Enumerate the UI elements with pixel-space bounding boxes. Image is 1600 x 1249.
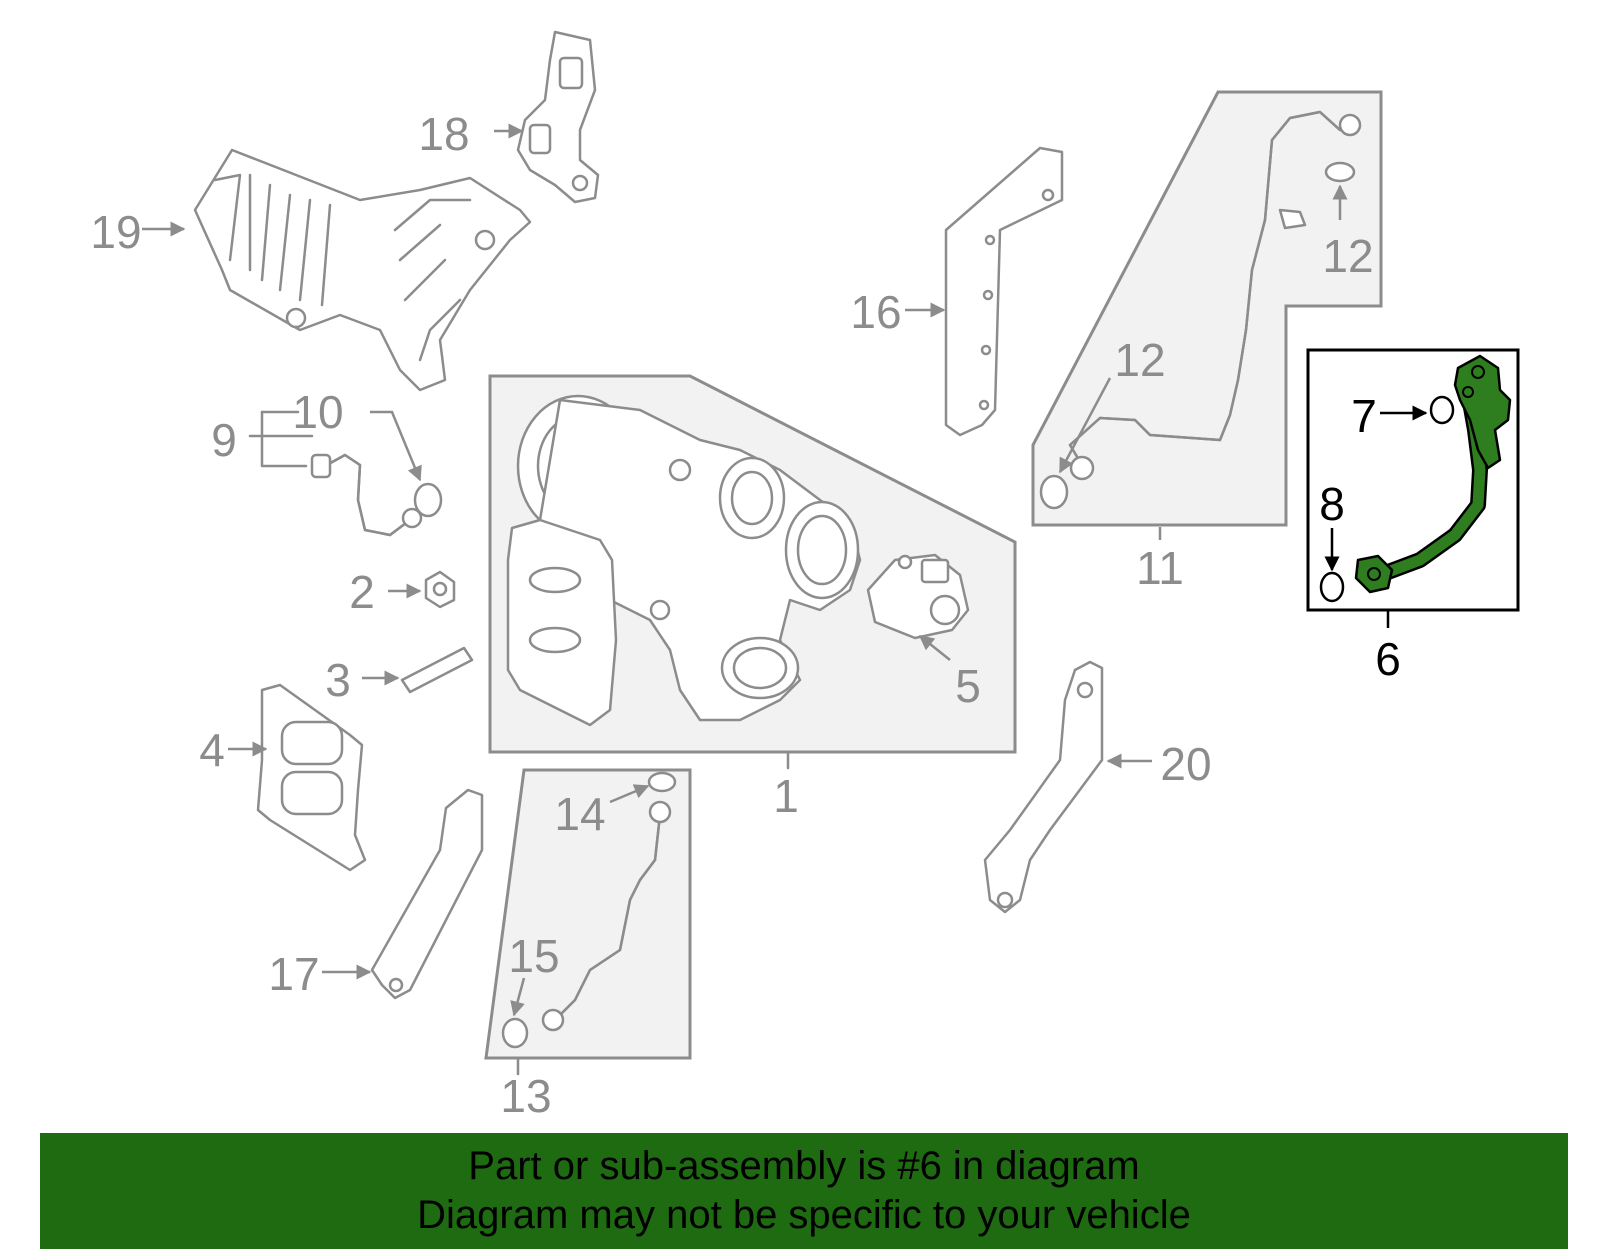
callout-18: 18 [418, 108, 469, 160]
callout-13: 13 [500, 1070, 551, 1122]
part-17-bracket [370, 788, 484, 1000]
callout-10: 10 [292, 386, 343, 438]
callout-2: 2 [349, 566, 375, 618]
part-18-bracket [516, 30, 600, 204]
part-10-oring [413, 482, 443, 518]
part-7-oring [1429, 395, 1455, 425]
callout-12-lower: 12 [1114, 334, 1165, 386]
part-12-oring-upper [1324, 161, 1356, 183]
part-20-bracket [983, 660, 1104, 914]
callout-1: 1 [773, 770, 799, 822]
part-16-bracket [944, 146, 1064, 437]
part-15-oring [501, 1017, 529, 1049]
callout-7: 7 [1351, 390, 1377, 442]
group-box-11 [1031, 90, 1383, 527]
group-box-13 [484, 768, 692, 1060]
part-2-nut [424, 570, 456, 609]
leader-lines [142, 123, 1428, 1076]
callout-14: 14 [554, 788, 605, 840]
parts-diagram: 1 2 3 4 5 6 7 8 9 10 11 12 12 13 14 15 1… [90, 30, 1520, 1122]
callout-17: 17 [268, 948, 319, 1000]
callout-16: 16 [850, 286, 901, 338]
part-14-oring [647, 771, 677, 793]
part-3-stud [400, 646, 474, 694]
part-13-oil-line [541, 800, 672, 1032]
part-5-actuator [866, 553, 970, 640]
banner-line-1: Part or sub-assembly is #6 in diagram [468, 1144, 1140, 1188]
callout-5: 5 [955, 660, 981, 712]
callout-20: 20 [1160, 738, 1211, 790]
part-9-hose [310, 453, 423, 537]
info-banner: Part or sub-assembly is #6 in diagram Di… [40, 1133, 1568, 1249]
part-19-heat-shield [193, 148, 532, 392]
callout-3: 3 [325, 654, 351, 706]
callout-9: 9 [211, 414, 237, 466]
callout-12-upper: 12 [1322, 230, 1373, 282]
part-8-oring [1319, 571, 1345, 603]
callout-6: 6 [1375, 633, 1401, 685]
part-4-gasket [256, 683, 367, 872]
part-1-turbocharger [506, 394, 862, 727]
callout-8: 8 [1319, 478, 1345, 530]
banner-line-2: Diagram may not be specific to your vehi… [417, 1193, 1191, 1237]
callout-15: 15 [508, 930, 559, 982]
part-11-oil-line [1068, 110, 1362, 481]
part-6-oil-line [1354, 354, 1512, 594]
callout-4: 4 [199, 724, 225, 776]
part-12-oring-lower [1039, 474, 1069, 510]
callout-11: 11 [1136, 542, 1184, 594]
callout-19: 19 [90, 206, 141, 258]
